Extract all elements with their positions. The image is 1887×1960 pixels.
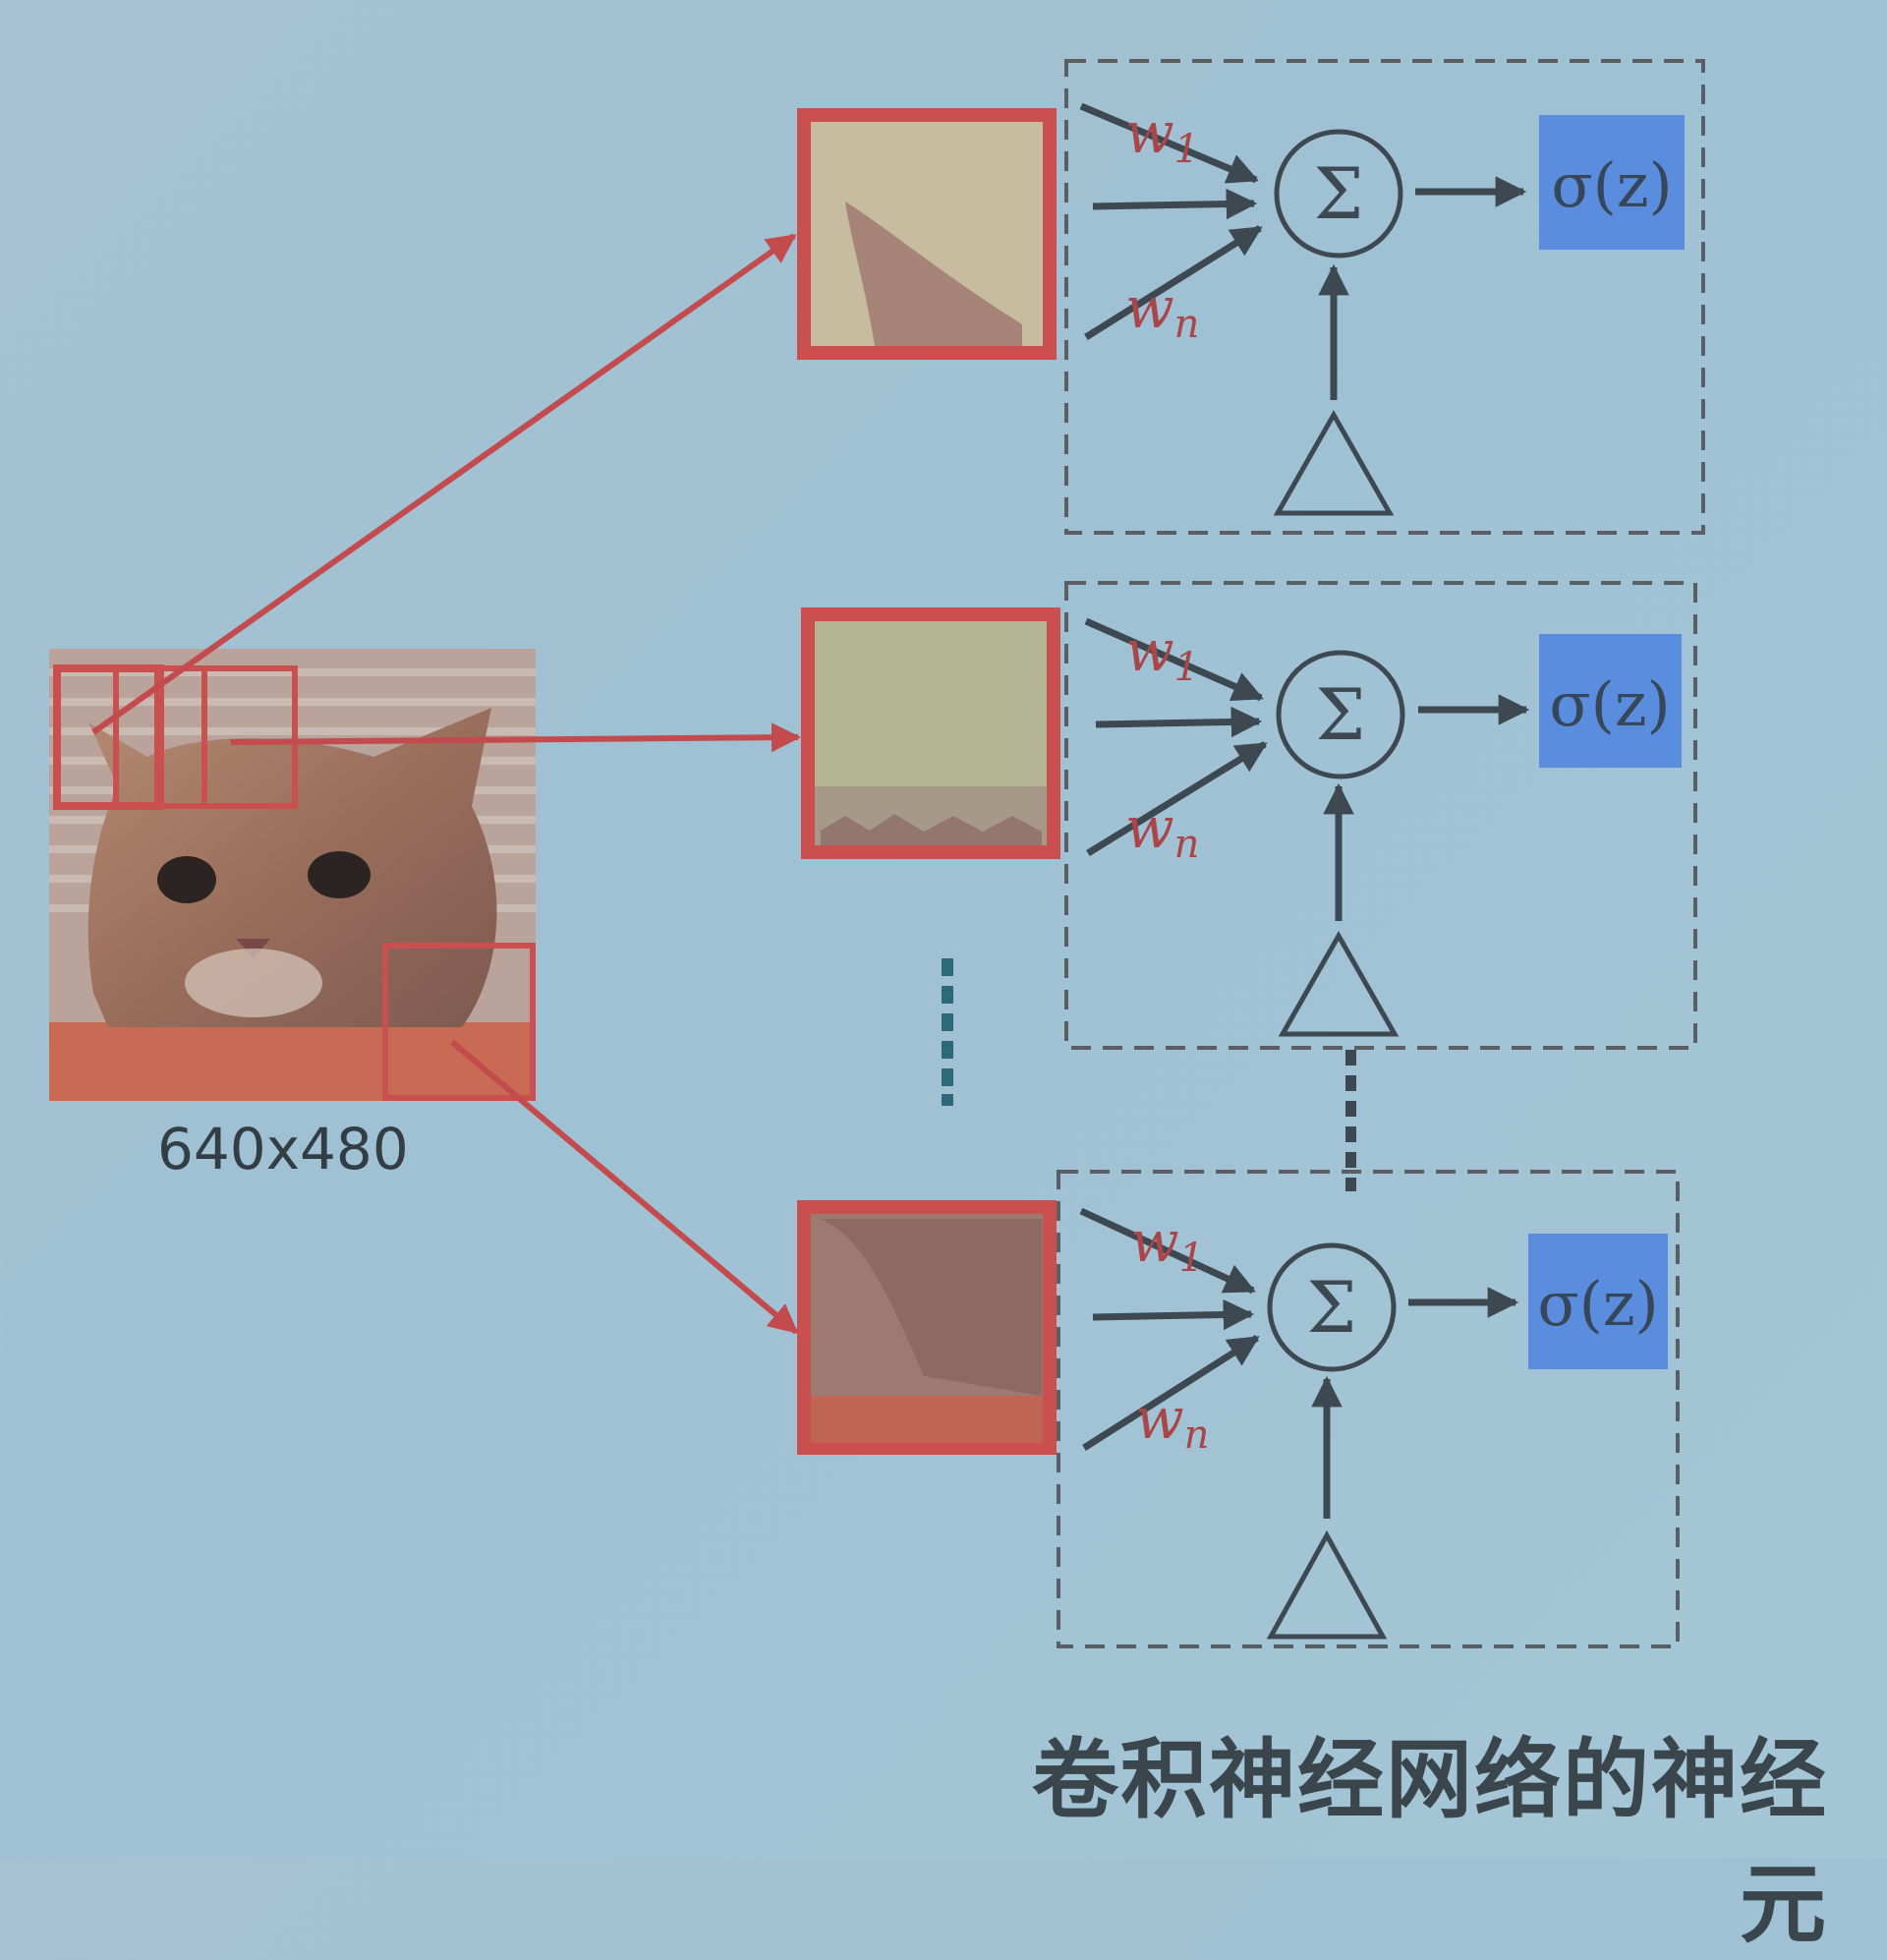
input-arrow-mid (1095, 706, 1263, 738)
input-arrow-wn (1082, 1335, 1260, 1451)
input-arrow-mid (1092, 188, 1258, 220)
input-arrow-w1 (1084, 617, 1264, 702)
image-size-caption: 640x480 (157, 1116, 409, 1182)
input-arrow-mid (1092, 1298, 1255, 1331)
arrow-to-patch-3 (450, 1039, 799, 1335)
activation-label: σ(z) (1537, 1268, 1658, 1340)
activation-label: σ(z) (1549, 668, 1670, 740)
patch-arrows (91, 233, 801, 1335)
arrow-to-patch-1 (91, 233, 797, 735)
sum-symbol: Σ (1316, 673, 1366, 756)
sum-icon (1274, 129, 1403, 259)
cat-muzzle (185, 949, 322, 1017)
diagram-canvas: w1 wn Σ σ(z) w1 wn Σ σ(z) (49, 59, 1705, 1648)
sliding-window-corner (382, 943, 536, 1101)
neuron-3: w1 wn Σ σ(z) (1057, 1170, 1680, 1648)
patch-2 (801, 607, 1060, 859)
input-arrow-w1 (1079, 102, 1259, 184)
photo-table (49, 1022, 536, 1101)
sum-symbol: Σ (1314, 152, 1364, 235)
cat-photo (49, 649, 536, 1101)
activation-label: σ(z) (1551, 149, 1672, 221)
neuron-1: w1 wn Σ σ(z) (1064, 59, 1705, 535)
cat-eye-left (157, 856, 216, 903)
bias-triangle-icon (1266, 1529, 1388, 1640)
input-arrow-w1 (1079, 1207, 1256, 1295)
weight-wn-label: wn (1125, 794, 1199, 867)
sum-icon (1267, 1242, 1397, 1372)
weight-w1-label: w1 (1130, 1208, 1204, 1281)
cat-eye-right (308, 851, 371, 898)
sum-symbol: Σ (1307, 1266, 1357, 1349)
arrow-to-patch-2 (230, 722, 801, 753)
patch-3 (797, 1200, 1057, 1455)
activation-box (1539, 634, 1682, 768)
weight-wn-label: wn (1135, 1385, 1209, 1458)
activation-box (1528, 1234, 1668, 1369)
slide-title: 卷积神经网络的神经元 (1031, 1729, 1828, 1955)
weight-wn-label: wn (1125, 274, 1199, 347)
neuron-frame (1064, 59, 1705, 535)
bias-triangle-icon (1278, 930, 1400, 1037)
bias-triangle-icon (1273, 409, 1395, 516)
input-arrow-wn (1086, 741, 1268, 856)
neuron-frame (1057, 1170, 1680, 1648)
activation-box (1539, 115, 1685, 250)
neuron-frame (1064, 581, 1697, 1050)
input-arrow-wn (1084, 225, 1263, 340)
slide: w1 wn Σ σ(z) w1 wn Σ σ(z) (49, 59, 1826, 1955)
patch-1 (797, 108, 1057, 360)
ellipsis-dots-icon (1345, 1050, 1356, 1191)
weight-w1-label: w1 (1125, 617, 1199, 690)
weight-w1-label: w1 (1125, 99, 1199, 172)
neuron-2: w1 wn Σ σ(z) (1064, 581, 1697, 1050)
cat-nose (236, 939, 270, 958)
sliding-window-3 (154, 665, 298, 809)
ellipsis-dots-icon (942, 958, 953, 1106)
sum-icon (1276, 650, 1405, 779)
